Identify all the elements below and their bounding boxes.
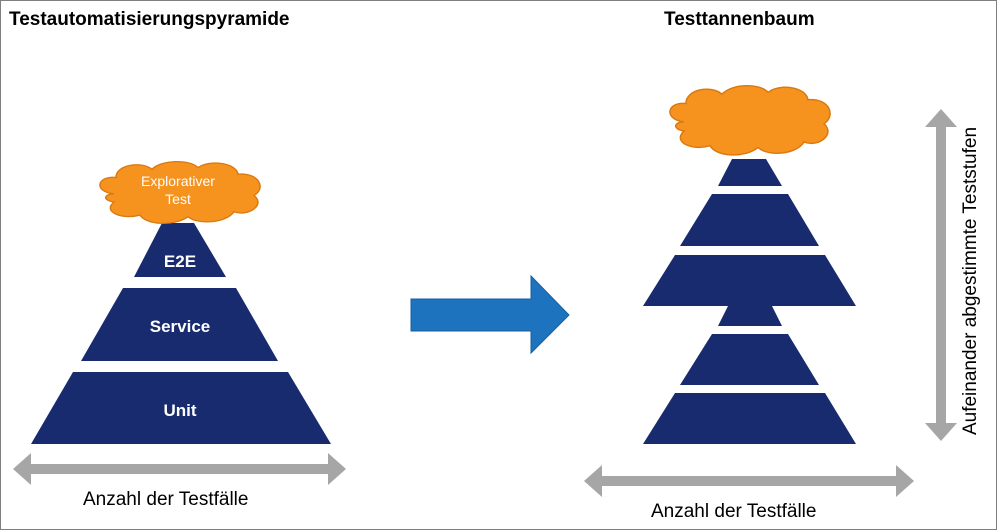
cloud-label-line1: Explorativer	[141, 173, 215, 189]
left-axis-label: Anzahl der Testfälle	[83, 489, 249, 510]
horizontal-arrow-left	[13, 453, 346, 485]
pyramid-tier-e2e	[134, 223, 226, 277]
tier-label-service: Service	[150, 317, 211, 336]
right-title: Testtannenbaum	[664, 9, 815, 30]
transition-arrow-icon	[410, 274, 570, 355]
left-title: Testautomatisierungspyramide	[9, 9, 290, 30]
tree-tier-5	[680, 334, 819, 385]
tree-tier-6	[643, 393, 856, 444]
cloud-label-line2: Test	[165, 191, 191, 207]
tree-tier-2	[680, 194, 819, 246]
pyramid-tier-service	[81, 288, 278, 361]
right-axis-label: Anzahl der Testfälle	[651, 501, 817, 522]
vertical-arrow	[925, 109, 957, 441]
tree-tier-4	[718, 306, 782, 326]
pyramid-tier-unit	[31, 372, 331, 444]
tier-label-e2e: E2E	[164, 252, 196, 271]
horizontal-arrow-right	[584, 465, 914, 497]
vertical-axis-label: Aufeinander abgestimmte Teststufen	[960, 126, 981, 436]
tree-tier-3	[643, 255, 856, 306]
tree-tier-1	[718, 159, 782, 186]
tier-label-unit: Unit	[163, 401, 196, 420]
cloud-top	[669, 84, 831, 156]
